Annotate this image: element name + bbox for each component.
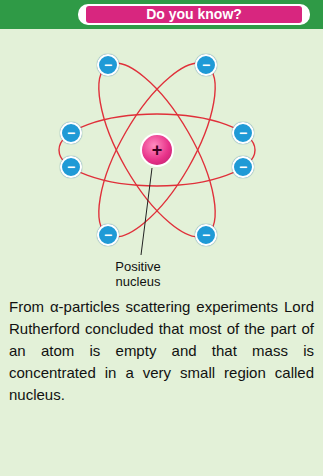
- charge-sign: −: [67, 126, 75, 140]
- orbit: [77, 47, 237, 253]
- electron-circle: −: [60, 122, 82, 144]
- electron-circle: −: [195, 54, 217, 76]
- charge-sign: +: [152, 141, 163, 159]
- electron-circle: −: [60, 156, 82, 178]
- charge-sign: −: [202, 228, 210, 242]
- charge-sign: −: [67, 160, 75, 174]
- charge-sign: −: [104, 58, 112, 72]
- electron-circle: −: [97, 54, 119, 76]
- charge-sign: −: [239, 160, 247, 174]
- electron-circle: −: [195, 224, 217, 246]
- orbit: [59, 114, 255, 186]
- leader-line: [141, 168, 152, 255]
- caption-text: From α-particles scattering experiments …: [9, 296, 314, 406]
- electron-circle: −: [97, 224, 119, 246]
- nucleus-circle: +: [140, 133, 174, 167]
- electron-circle: −: [232, 156, 254, 178]
- part-label: Positive nucleus: [100, 259, 176, 289]
- electron-orbits: [59, 47, 255, 253]
- header-band: [0, 0, 323, 29]
- title-bar: [86, 6, 302, 23]
- title-text: Do you know?: [88, 5, 300, 24]
- title-frame: [78, 4, 310, 25]
- orbit: [77, 47, 237, 253]
- charge-sign: −: [239, 126, 247, 140]
- charge-sign: −: [104, 228, 112, 242]
- charge-sign: −: [202, 58, 210, 72]
- electron-circle: −: [232, 122, 254, 144]
